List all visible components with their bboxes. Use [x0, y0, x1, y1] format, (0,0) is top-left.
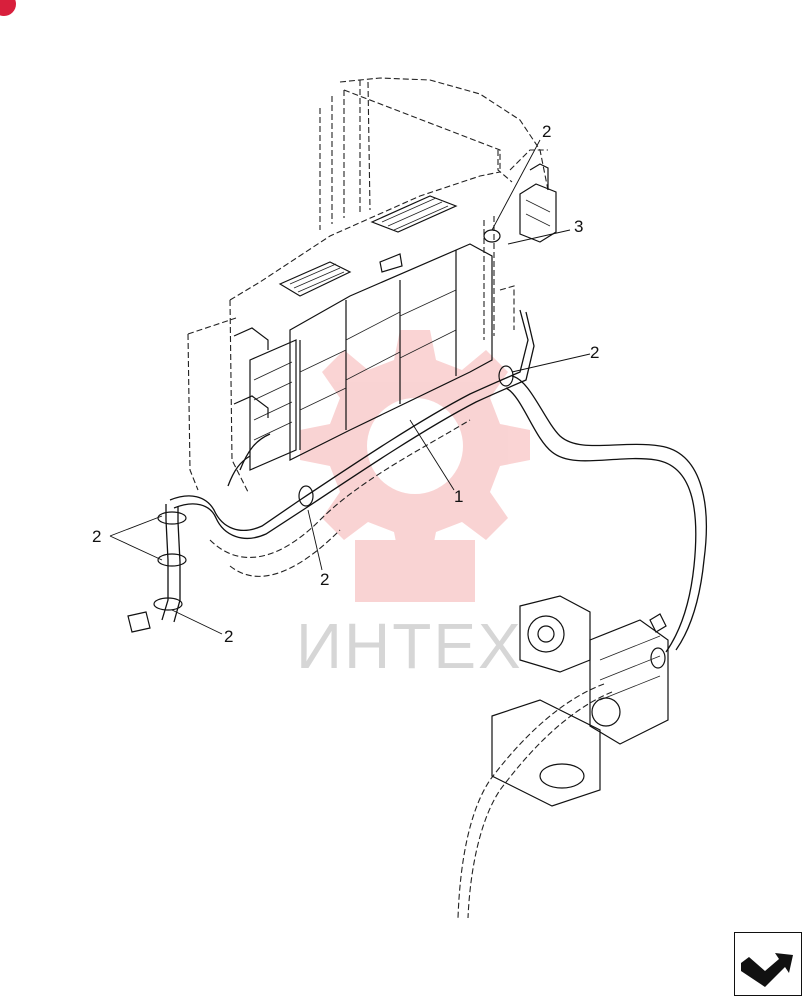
- callout-label: 2: [92, 527, 101, 546]
- callout-label: 1: [454, 487, 463, 506]
- callout-label: 3: [574, 217, 583, 236]
- next-page-button[interactable]: [734, 932, 802, 996]
- arrow-icon: [741, 953, 793, 987]
- hose-lines: [161, 309, 707, 919]
- cab-frame: [187, 77, 549, 493]
- valve-block: [483, 163, 557, 340]
- callout-label: 2: [542, 122, 551, 141]
- pump-assembly: [491, 595, 669, 807]
- corner-badge: [0, 0, 16, 16]
- callout-label: 2: [224, 627, 233, 646]
- heater-unit: [233, 195, 493, 471]
- watermark-text: ИНТЕХ: [296, 610, 523, 682]
- callout-label: 2: [590, 343, 599, 362]
- leader-lines: [109, 139, 591, 635]
- watermark-gear-logo: [300, 330, 530, 602]
- callout-label: 2: [320, 570, 329, 589]
